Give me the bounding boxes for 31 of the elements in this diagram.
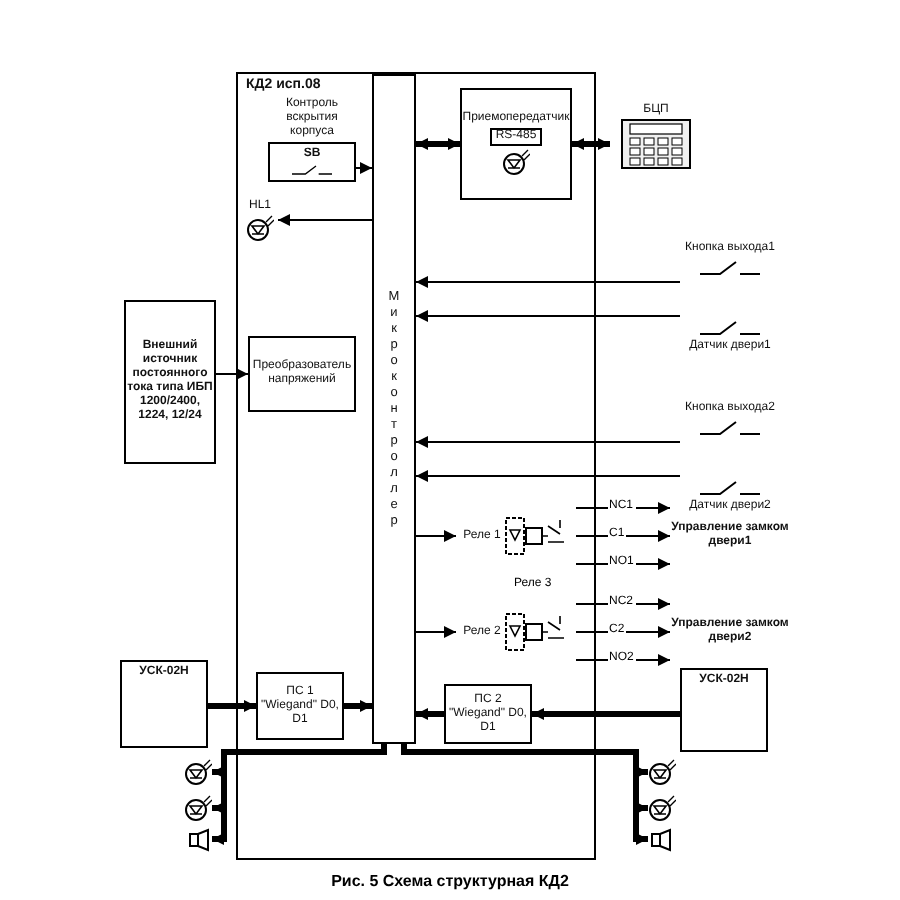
arrow xyxy=(415,276,681,288)
microcontroller-box xyxy=(372,74,416,744)
arrow xyxy=(575,502,671,514)
arrow xyxy=(572,138,610,150)
arrow xyxy=(415,626,457,638)
figure-caption: Рис. 5 Схема структурная КД2 xyxy=(329,872,571,890)
arrow xyxy=(415,530,457,542)
arrow xyxy=(575,598,671,610)
voltage-converter-box xyxy=(248,336,356,412)
arrow xyxy=(575,654,671,666)
interface-module-box xyxy=(256,672,344,740)
arrow xyxy=(415,436,681,448)
arrow xyxy=(355,162,373,174)
arrow xyxy=(575,558,671,570)
arrow xyxy=(277,214,373,226)
arrow xyxy=(215,368,249,380)
card-reader-box xyxy=(680,668,768,752)
arrow xyxy=(575,626,671,638)
device-enclosure xyxy=(236,72,596,860)
interface-module-box xyxy=(444,684,532,744)
arrow xyxy=(415,310,681,322)
transceiver-box xyxy=(460,88,572,200)
arrow xyxy=(416,708,444,720)
power-source-box xyxy=(124,300,216,464)
card-reader-box xyxy=(120,660,208,748)
arrow xyxy=(415,470,681,482)
arrow xyxy=(344,700,372,712)
arrow xyxy=(532,708,680,720)
arrow xyxy=(416,138,460,150)
arrow xyxy=(575,530,671,542)
arrow xyxy=(208,700,256,712)
